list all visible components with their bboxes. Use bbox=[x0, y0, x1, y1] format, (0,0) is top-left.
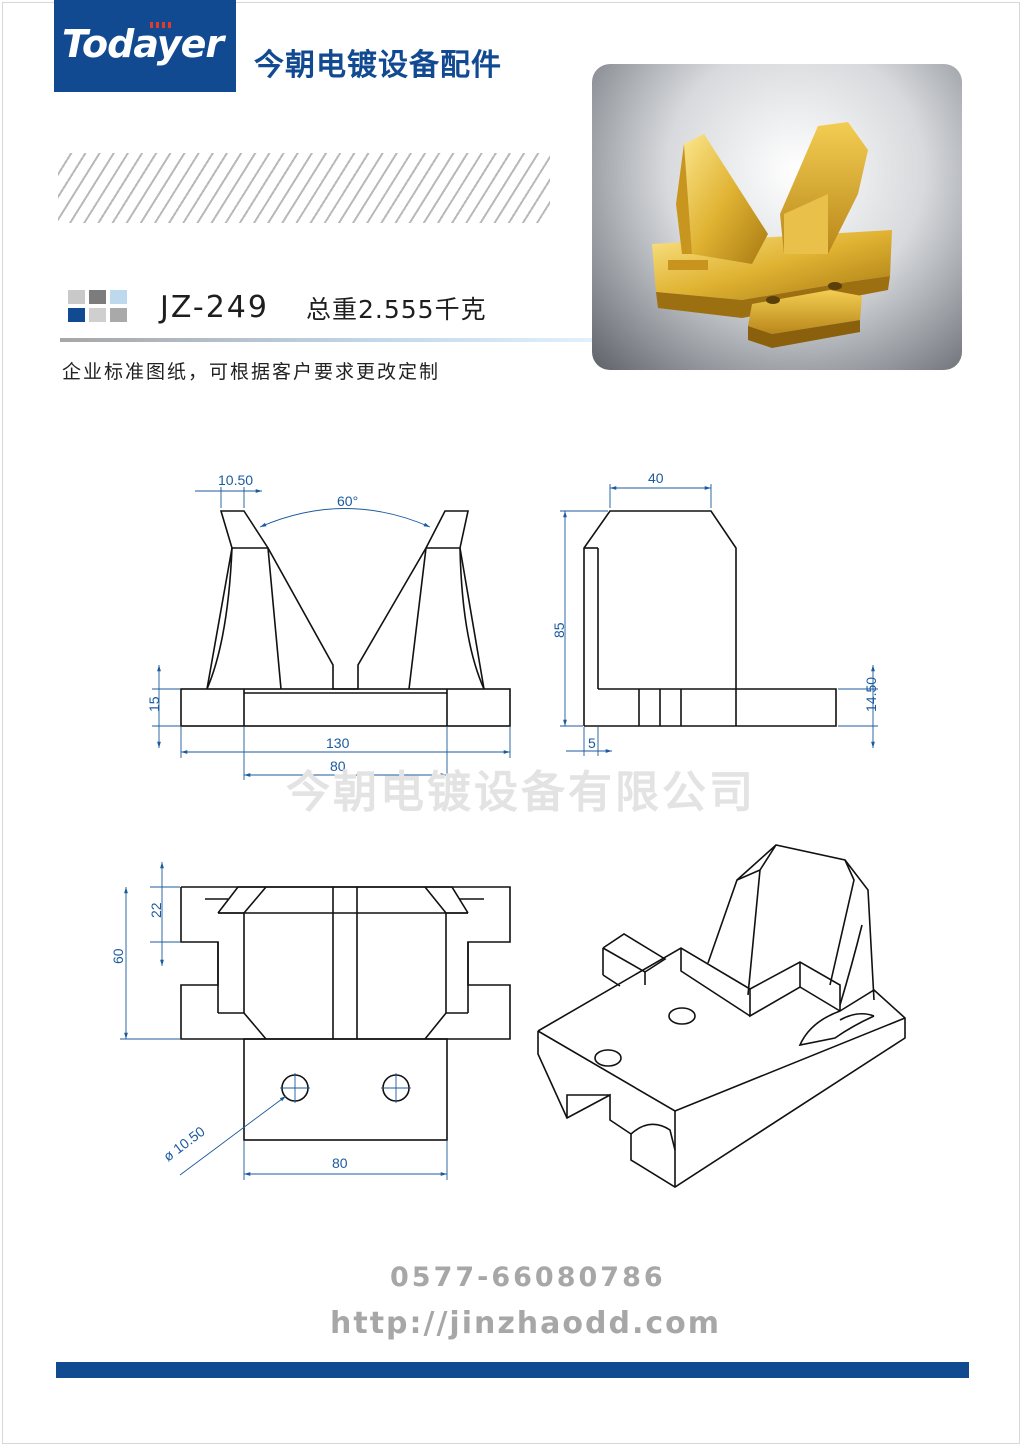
top-view: ø 10.50 22 60 80 bbox=[110, 862, 511, 1180]
logo: Todayer bbox=[54, 0, 236, 92]
total-weight: 总重2.555千克 bbox=[306, 295, 487, 324]
model-code: JZ-249 bbox=[160, 290, 269, 325]
brand-title: 今朝电镀设备配件 bbox=[254, 48, 502, 83]
dim-side-height: 85 bbox=[551, 622, 567, 638]
dim-front-arm-width: 10.50 bbox=[218, 472, 253, 488]
decorative-hatch bbox=[58, 153, 550, 223]
color-square bbox=[110, 290, 127, 304]
dim-front-total-width: 130 bbox=[326, 735, 350, 751]
standard-drawing-note: 企业标准图纸，可根据客户要求更改定制 bbox=[62, 361, 441, 383]
dim-hole-diameter: ø 10.50 bbox=[160, 1123, 208, 1164]
company-watermark: 今朝电镀设备有限公司 bbox=[286, 767, 756, 818]
color-square bbox=[68, 290, 85, 304]
dim-top-depth: 60 bbox=[110, 948, 126, 964]
logo-checker-mark bbox=[150, 22, 174, 28]
dim-top-slot-height: 22 bbox=[148, 902, 164, 918]
bottom-brand-bar bbox=[56, 1362, 969, 1378]
dim-side-flange-height: 14.50 bbox=[863, 677, 879, 712]
side-view: 40 85 14.50 5 bbox=[551, 470, 879, 756]
front-view: 10.50 60° 15 130 80 bbox=[146, 472, 511, 780]
gold-part-render bbox=[652, 122, 892, 348]
contact-phone: 0577-66080786 bbox=[390, 1262, 666, 1293]
color-square bbox=[89, 290, 106, 304]
color-square bbox=[110, 308, 127, 322]
color-squares bbox=[68, 290, 128, 324]
dim-front-angle: 60° bbox=[337, 493, 358, 509]
product-photo bbox=[592, 64, 962, 370]
dim-side-top-width: 40 bbox=[648, 470, 664, 486]
divider-line bbox=[60, 338, 595, 342]
color-square bbox=[89, 308, 106, 322]
dim-front-center-width: 80 bbox=[330, 758, 346, 774]
logo-text: Todayer bbox=[62, 22, 224, 66]
color-square bbox=[68, 308, 85, 322]
dim-side-wall-thickness: 5 bbox=[588, 735, 596, 751]
dim-top-plate-width: 80 bbox=[332, 1155, 348, 1171]
isometric-view bbox=[537, 844, 906, 1188]
website-url[interactable]: http://jinzhaodd.com bbox=[330, 1306, 722, 1341]
dim-front-base-height: 15 bbox=[146, 696, 162, 712]
